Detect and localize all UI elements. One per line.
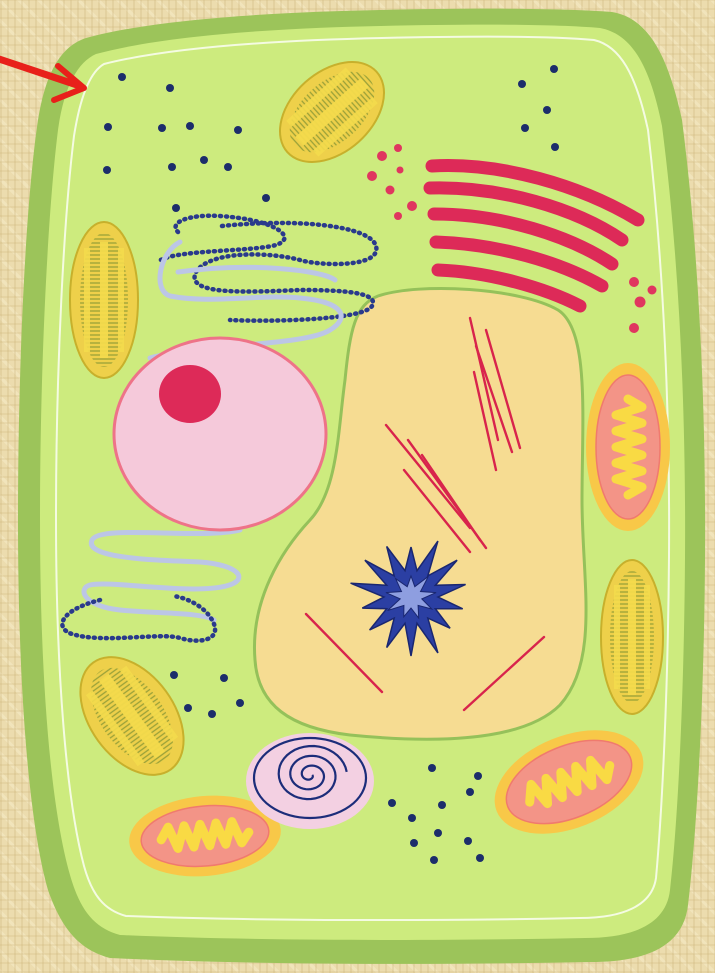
ribosome-dot: [184, 704, 192, 712]
ribosome-dot: [388, 799, 396, 807]
ribosome-dot: [466, 788, 474, 796]
ribosome-dot: [220, 674, 228, 682]
ribosome-dot: [103, 166, 111, 174]
ribosome-dot: [172, 204, 180, 212]
ribosome-dot: [118, 73, 126, 81]
ribosome-dot: [464, 837, 472, 845]
chloroplast: [601, 560, 663, 714]
lysosome: [246, 733, 374, 829]
ribosome-dot: [521, 124, 529, 132]
ribosome-dot: [550, 65, 558, 73]
ribosome-dot: [104, 123, 112, 131]
ribosome-dot: [262, 194, 270, 202]
nucleus: [114, 338, 326, 530]
chloroplast: [70, 222, 138, 378]
ribosome-dot: [410, 839, 418, 847]
ribosome-dot: [158, 124, 166, 132]
ribosome-dot: [543, 106, 551, 114]
ribosome-dot: [430, 856, 438, 864]
ribosome-dot: [408, 814, 416, 822]
ribosome-dot: [518, 80, 526, 88]
ribosome-dot: [168, 163, 176, 171]
mitochondrion: [586, 363, 670, 531]
ribosome-dot: [434, 829, 442, 837]
ribosome-dot: [476, 854, 484, 862]
ribosome-dot: [474, 772, 482, 780]
ribosome-dot: [224, 163, 232, 171]
ribosome-dot: [208, 710, 216, 718]
ribosome-dot: [186, 122, 194, 130]
ribosome-dot: [200, 156, 208, 164]
ribosome-dot: [170, 671, 178, 679]
ribosome-dot: [551, 143, 559, 151]
ribosome-dot: [428, 764, 436, 772]
ribosome-dot: [234, 126, 242, 134]
ribosome-dot: [166, 84, 174, 92]
ribosome-dot: [438, 801, 446, 809]
ribosome-dot: [236, 699, 244, 707]
nucleolus: [159, 365, 221, 423]
